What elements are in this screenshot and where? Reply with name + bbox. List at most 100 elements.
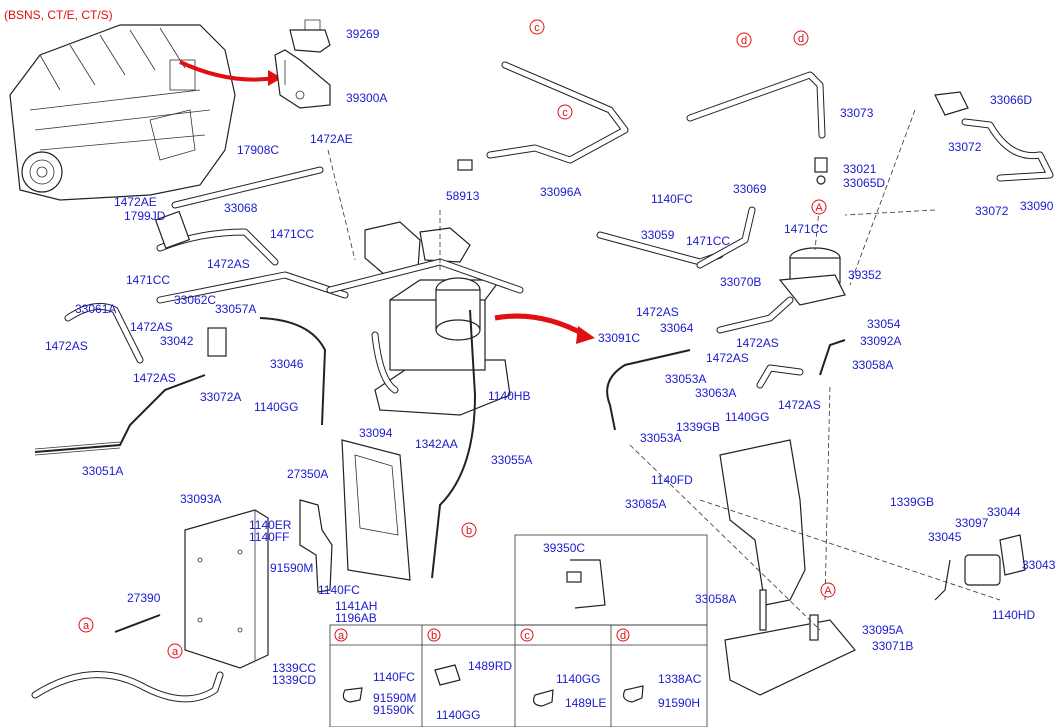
part-label: 39300A — [346, 91, 387, 105]
part-label: 33085A — [625, 497, 666, 511]
svg-text:a: a — [83, 620, 90, 632]
part-label: 1339CD — [272, 673, 316, 687]
part-label: 27390 — [127, 591, 161, 605]
part-label: 1140FD — [651, 473, 693, 487]
mounting-bracket — [719, 439, 856, 696]
part-label: 1799JD — [124, 209, 166, 223]
sensor-bracket-assembly — [274, 19, 331, 109]
part-label: 1196AB — [335, 611, 377, 625]
callout-marker: c — [557, 104, 573, 120]
part-label: 33064 — [660, 321, 694, 335]
legend-key-marker: b — [427, 628, 441, 642]
part-label: 33095A — [862, 623, 903, 637]
part-label: 33053A — [665, 372, 706, 386]
part-label: 33058A — [852, 358, 893, 372]
svg-text:b: b — [431, 630, 437, 642]
part-label: 33044 — [987, 505, 1021, 519]
legend-part: 1338AC — [658, 672, 702, 686]
part-label: 1140GG — [254, 400, 298, 414]
part-label: 33090 — [1020, 199, 1054, 213]
part-label: 1472AS — [130, 320, 173, 334]
part-label: 1472AS — [778, 398, 821, 412]
part-label: 33069 — [733, 182, 767, 196]
part-label: 33061A — [75, 302, 116, 316]
strap-27390 — [114, 614, 161, 633]
part-label: 33068 — [224, 201, 258, 215]
part-label: 1471CC — [270, 227, 314, 241]
legend-part: 91590H — [658, 696, 700, 710]
legend-part: 91590M — [373, 691, 416, 705]
fastener-legend — [329, 534, 708, 727]
variant-label: (BSNS, CT/E, CT/S) — [4, 8, 113, 22]
part-label: 39352 — [848, 268, 882, 282]
part-label: 1472AS — [706, 351, 749, 365]
legend-part: 1140GG — [556, 672, 600, 686]
legend-key-marker: a — [334, 628, 348, 642]
part-label: 33042 — [160, 334, 194, 348]
part-label: 33066D — [990, 93, 1032, 107]
part-label: 91590M — [270, 561, 313, 575]
part-label: 33072A — [200, 390, 241, 404]
part-label: 33093A — [180, 492, 221, 506]
part-label: 58913 — [446, 189, 480, 203]
part-label: 33070B — [720, 275, 761, 289]
part-label: 1472AE — [310, 132, 353, 146]
part-label: 33045 — [928, 530, 962, 544]
part-label: 33046 — [270, 357, 304, 371]
top-right-pipe — [934, 91, 1054, 182]
part-label: 39350C — [543, 541, 585, 555]
callout-marker: d — [793, 30, 809, 46]
part-label: 1472AS — [636, 305, 679, 319]
part-label: 1140HB — [488, 389, 530, 403]
part-label: 33063A — [695, 386, 736, 400]
d-pipe — [686, 71, 828, 185]
part-label: 27350A — [287, 467, 328, 481]
svg-text:c: c — [534, 22, 540, 34]
part-label: 1141AH — [335, 599, 377, 613]
part-label: 33094 — [359, 426, 393, 440]
part-labels: 39269 39300A 17908C 1472AE 1472AE 1799JD… — [45, 27, 1056, 687]
part-label: 33057A — [215, 302, 256, 316]
part-label: 1339GB — [676, 420, 720, 434]
legend-part: 91590K — [373, 703, 414, 717]
part-label: 1140FC — [651, 192, 693, 206]
part-label: 1140HD — [992, 608, 1035, 622]
part-label: 1472AS — [133, 371, 176, 385]
svg-text:c: c — [524, 630, 530, 642]
part-label: 1140GG — [725, 410, 769, 424]
svg-text:a: a — [172, 646, 179, 658]
legend-part: 1489LE — [565, 696, 606, 710]
part-label: 17908C — [237, 143, 279, 157]
legend-key-marker: d — [616, 628, 630, 642]
regulator-assembly — [596, 206, 846, 431]
legend-text: a b c d 1140FC 91590M 91590K 1489RD 1140… — [334, 628, 702, 722]
part-label: 1471CC — [784, 222, 828, 236]
svg-text:a: a — [338, 630, 345, 642]
callout-marker: a — [167, 643, 183, 659]
callout-marker: A — [820, 582, 836, 598]
legend-part: 1140FC — [373, 670, 415, 684]
svg-text:d: d — [741, 35, 747, 47]
part-label: 33065D — [843, 176, 885, 190]
part-label: 1339CC — [272, 661, 316, 675]
part-label: 1140FC — [318, 583, 360, 597]
part-label: 1140FF — [249, 530, 289, 544]
cover-plate — [341, 439, 411, 581]
callout-marker: d — [736, 32, 752, 48]
callout-marker: a — [78, 617, 94, 633]
part-label: 33091C — [598, 331, 640, 345]
part-label: 33055A — [491, 453, 532, 467]
part-label: 33021 — [843, 162, 877, 176]
part-label: 1472AS — [45, 339, 88, 353]
part-label: 33058A — [695, 592, 736, 606]
callout-marker: c — [529, 19, 545, 35]
part-label: 33062C — [174, 293, 216, 307]
legend-part: 1140GG — [436, 708, 480, 722]
part-label: 33097 — [955, 516, 989, 530]
legend-part: 1489RD — [468, 659, 512, 673]
part-label: 33096A — [540, 185, 581, 199]
callout-markers: c c d d A A a a b — [78, 19, 836, 659]
engine-illustration — [9, 24, 282, 201]
control-unit-box — [184, 509, 269, 669]
